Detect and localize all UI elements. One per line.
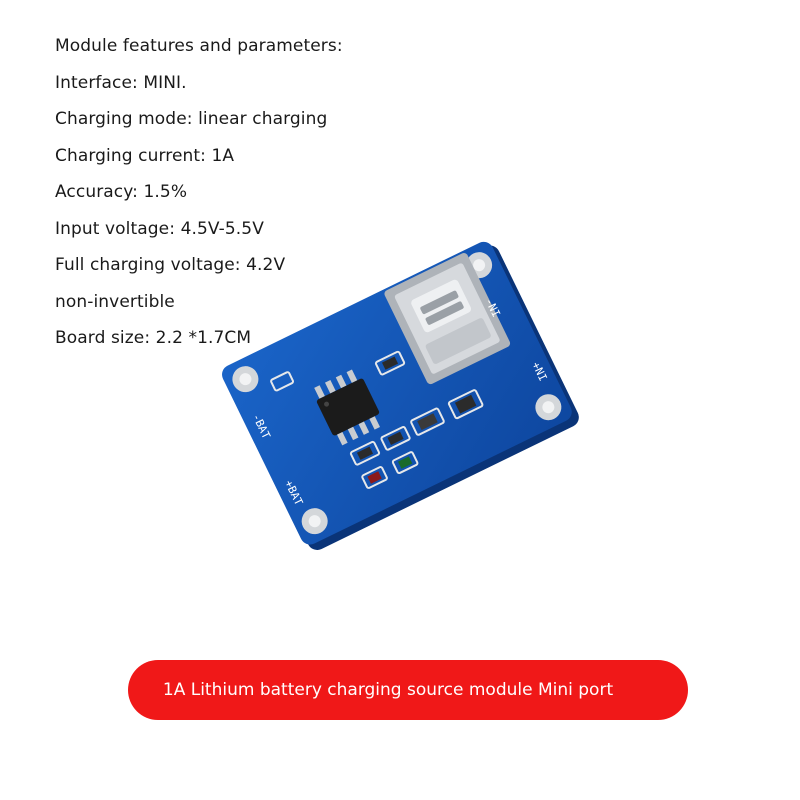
- spec-input-voltage: Input voltage: 4.5V-5.5V: [55, 218, 264, 239]
- mount-pad-top-left: [232, 366, 259, 393]
- mount-pad-bottom-left: [301, 508, 328, 535]
- smd-components: [270, 350, 484, 489]
- spec-charging-mode: Charging mode: linear charging: [55, 109, 328, 129]
- spec-list: Module features and parameters: Interfac…: [55, 31, 343, 360]
- spec-interface: Interface: MINI.: [55, 72, 187, 93]
- spec-charging-current: Charging current: 1A: [55, 145, 235, 166]
- spec-non-invertible: non-invertible: [55, 291, 175, 312]
- spec-heading: Module features and parameters:: [55, 36, 343, 56]
- charger-ic-chip: [314, 369, 381, 446]
- spec-full-charge-voltage: Full charging voltage: 4.2V: [55, 255, 286, 275]
- charging-module-board-image: -NI +NI -BAT +BAT: [222, 241, 579, 550]
- mount-pad-bottom-right: [535, 394, 562, 421]
- spec-accuracy: Accuracy: 1.5%: [55, 182, 188, 202]
- mini-usb-connector: [384, 252, 511, 385]
- spec-board-size: Board size: 2.2 *1.7CM: [55, 328, 252, 348]
- product-title-banner: 1A Lithium battery charging source modul…: [128, 660, 688, 720]
- banner-text: 1A Lithium battery charging source modul…: [162, 680, 614, 700]
